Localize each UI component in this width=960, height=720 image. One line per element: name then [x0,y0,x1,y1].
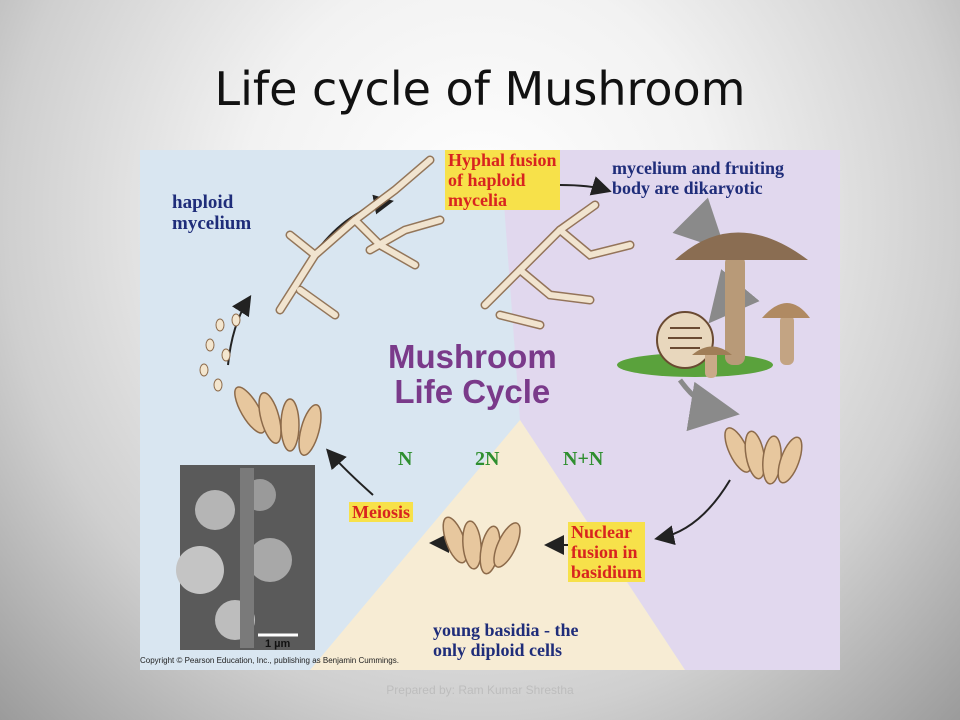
basidia-cluster-right [724,427,803,485]
scanning-electron-micrograph [176,465,315,650]
slide-footer: Prepared by: Ram Kumar Shrestha [386,683,574,697]
cycle-title-label: Mushroom Life Cycle [388,338,557,410]
basidia-cluster-center [442,516,521,575]
hyphal-fusion-label: Hyphal fusion of haploid mycelia [445,150,560,211]
phase-n-label: N [398,448,413,470]
arrow-grey-3 [677,378,740,432]
dikaryotic-label: mycelium and fruiting body are dikaryoti… [612,158,785,199]
arrow-to-nuclear-fusion [654,479,731,546]
phase-2n-label: 2N [475,448,500,470]
slide-title: Life cycle of Mushroom [214,62,746,116]
phase-nn-label: N+N [563,448,604,470]
haploid-mycelium-label: haploid mycelium [172,192,252,235]
arrow-to-dikaryotic [559,176,612,196]
fruiting-bodies [617,232,810,378]
scale-bar-label: 1 µm [265,638,291,650]
nuclear-fusion-label: Nuclear fusion in basidium [568,522,646,583]
young-basidia-label: young basidia - the only diploid cells [433,620,579,661]
copyright-label: Copyright © Pearson Education, Inc., pub… [140,656,399,666]
basidia-cluster-left [234,386,322,456]
life-cycle-artwork [176,150,840,670]
arrow-spores-up [227,294,252,366]
arrow-meiosis-back [326,448,374,496]
meiosis-label: Meiosis [349,502,413,523]
mushroom-life-cycle-figure: haploid mycelium Hyphal fusion of haploi… [140,150,840,670]
spores [199,313,241,392]
